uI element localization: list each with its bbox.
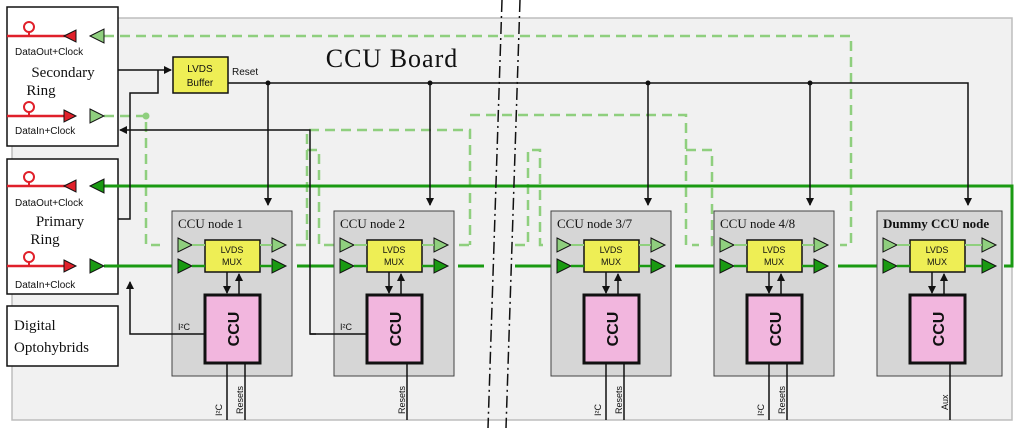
ccu-chip [908, 293, 967, 365]
secondary-in-label: DataIn+Clock [15, 126, 76, 137]
secondary-ring-path [104, 34, 853, 247]
bus-label-2: Resets [235, 385, 245, 414]
primary-in-triangle [339, 258, 356, 274]
board-title: CCU Board [326, 44, 459, 73]
node-title: CCU node 3/7 [557, 216, 633, 231]
ccu-chip-label: CCU [605, 312, 622, 347]
i2c-label: I²C [340, 322, 352, 332]
node-title: CCU node 1 [178, 216, 243, 231]
break-line-right [505, 0, 521, 428]
secondary-in-triangle [556, 237, 573, 253]
lvds-mux-label-2: MUX [222, 257, 242, 267]
lvds-mux-label-1: LVDS [221, 245, 244, 255]
lvds-mux-label-2: MUX [764, 257, 784, 267]
secondary-ring-junction [142, 112, 150, 120]
optohybrids-label-2: Optohybrids [14, 340, 89, 356]
lvds-mux [204, 239, 261, 273]
optohybrids-panel [6, 305, 119, 367]
lvds-mux-label-2: MUX [601, 257, 621, 267]
primary-ring-label-2: Ring [30, 232, 60, 248]
node-title: CCU node 4/8 [720, 216, 795, 231]
secondary-in-triangle [339, 237, 356, 253]
bus-label-1: I²C [593, 404, 603, 416]
secondary-ring-label-2: Ring [26, 83, 56, 99]
secondary-in-triangle [719, 237, 736, 253]
secondary-out-connector [7, 21, 77, 43]
primary-out-connector [7, 171, 77, 193]
secondary-out-arrow [88, 28, 105, 44]
ccu-chip [745, 293, 804, 365]
lvds-mux-label-1: LVDS [926, 245, 949, 255]
bus-label-1: I²C [214, 404, 224, 416]
node-title: Dummy CCU node [883, 216, 989, 231]
lvds-mux-label-1: LVDS [763, 245, 786, 255]
bus-label-2: Resets [397, 385, 407, 414]
ccu-chip-label: CCU [768, 312, 785, 347]
secondary-in-arrow [89, 108, 106, 124]
ccu-chip [582, 293, 641, 365]
primary-ring-path [104, 184, 1014, 268]
ccu-chip-label: CCU [388, 312, 405, 347]
secondary-in-triangle [177, 237, 194, 253]
ccu-board-background [11, 17, 1013, 421]
primary-out-arrow [88, 178, 105, 194]
node-internals [170, 237, 998, 420]
lvds-buffer-label-1: LVDS [187, 64, 213, 75]
lvds-mux [366, 239, 423, 273]
node-title: CCU node 2 [340, 216, 405, 231]
reset-bus-junctions [265, 80, 813, 86]
primary-in-triangle [556, 258, 573, 274]
bus-label-2: Aux [940, 394, 950, 410]
ccu-node-2: CCU node 2 LVDS MUX CCU I²C Resets [333, 210, 455, 414]
lvds-mux [746, 239, 803, 273]
bus-label-2: Resets [614, 385, 624, 414]
reset-label: Reset [232, 67, 258, 78]
primary-out-label: DataOut+Clock [15, 198, 84, 209]
bus-label-1: I²C [756, 404, 766, 416]
primary-in-arrow [89, 258, 106, 274]
ccu-chip [203, 293, 262, 365]
ccu-node-1: CCU node 1 LVDS MUX CCU I²C I²C Resets [171, 210, 293, 416]
lvds-mux [909, 239, 966, 273]
primary-in-triangle [719, 258, 736, 274]
ccu-chip-label: CCU [931, 312, 948, 347]
primary-in-triangle [177, 258, 194, 274]
lvds-buffer [172, 56, 229, 94]
ccu-chip-label: CCU [226, 312, 243, 347]
secondary-in-connector [7, 101, 78, 123]
primary-ring-label-1: Primary [36, 214, 85, 230]
ccu-chip [365, 293, 424, 365]
primary-in-label: DataIn+Clock [15, 280, 76, 291]
primary-in-triangle [882, 258, 899, 274]
dummy-ccu-node: Dummy CCU node LVDS MUX CCU Aux [876, 210, 1003, 410]
lvds-mux-label-2: MUX [927, 257, 947, 267]
break-line-left [487, 0, 503, 428]
lvds-mux [583, 239, 640, 273]
i2c-label: I²C [178, 322, 190, 332]
bus-label-2: Resets [777, 385, 787, 414]
lvds-mux-label-1: LVDS [600, 245, 623, 255]
primary-in-connector [7, 251, 78, 273]
lvds-mux-label-1: LVDS [383, 245, 406, 255]
secondary-in-triangle [882, 237, 899, 253]
lvds-mux-label-2: MUX [384, 257, 404, 267]
optohybrids-label-1: Digital [14, 318, 56, 334]
secondary-ring-label-1: Secondary [31, 65, 95, 81]
lvds-buffer-label-2: Buffer [187, 78, 214, 89]
reset-bus [228, 82, 972, 206]
secondary-out-label: DataOut+Clock [15, 47, 84, 58]
